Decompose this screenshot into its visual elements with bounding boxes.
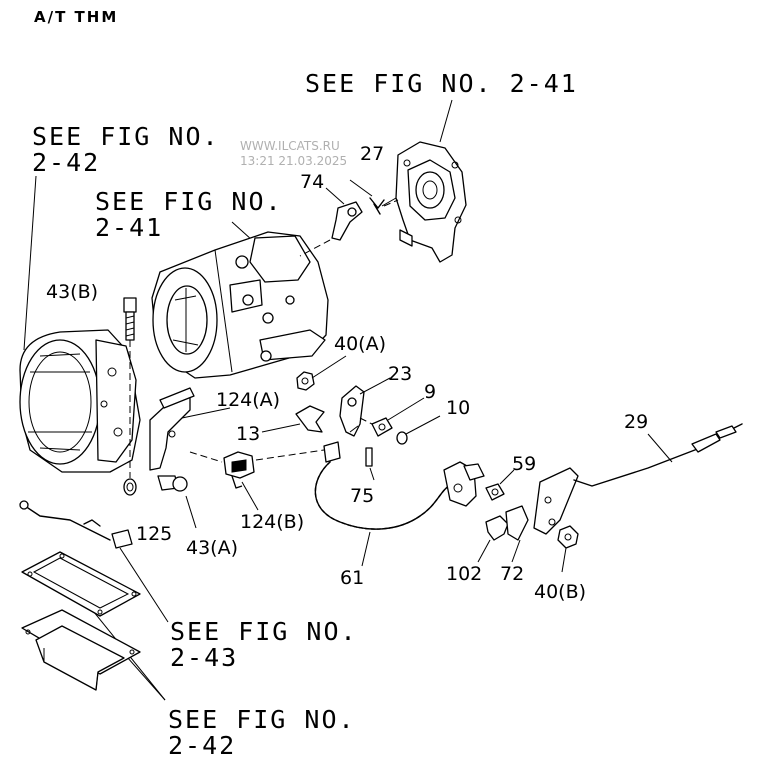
- ref-fig-2-42-top-line1[interactable]: SEE FIG NO.: [32, 122, 220, 151]
- part-13-bracket[interactable]: [295, 405, 325, 433]
- part-72-bracket[interactable]: [505, 467, 579, 541]
- leader-10: [405, 415, 441, 435]
- converter-housing[interactable]: [19, 329, 141, 473]
- callout-40a[interactable]: 40(A): [334, 333, 386, 355]
- callout-23[interactable]: 23: [388, 363, 412, 385]
- callout-43a[interactable]: 43(A): [186, 537, 238, 559]
- oil-pan-gasket[interactable]: [21, 551, 141, 617]
- leader-13: [261, 423, 301, 433]
- oil-pan[interactable]: [21, 609, 141, 691]
- leader-9: [387, 397, 425, 421]
- leader-61: [361, 531, 371, 567]
- ref-fig-2-42-bottom-line1[interactable]: SEE FIG NO.: [168, 705, 356, 734]
- callout-102[interactable]: 102: [446, 563, 482, 585]
- callout-124b[interactable]: 124(B): [240, 511, 304, 533]
- callout-13[interactable]: 13: [236, 423, 260, 445]
- rear-extension-housing[interactable]: [381, 141, 467, 263]
- leader-74: [299, 239, 331, 257]
- watermark-timestamp: 13:21 21.03.2025: [240, 154, 347, 168]
- part-40a-nut[interactable]: [296, 371, 315, 391]
- leader-124a-dash: [189, 451, 223, 463]
- callout-59[interactable]: 59: [512, 453, 536, 475]
- callout-27[interactable]: 27: [360, 143, 384, 165]
- part-43b-bolt[interactable]: [123, 297, 137, 341]
- leader-75: [369, 467, 375, 481]
- callout-75[interactable]: 75: [350, 485, 374, 507]
- part-43a-bolt[interactable]: [157, 475, 188, 492]
- callout-61[interactable]: 61: [340, 567, 364, 589]
- callout-10[interactable]: 10: [446, 397, 470, 419]
- part-40b-nut[interactable]: [557, 525, 579, 549]
- leader-102: [477, 539, 491, 563]
- link-124b-61: [255, 449, 325, 461]
- ref-fig-2-41-mid-line2[interactable]: 2-41: [95, 213, 163, 242]
- link-23-9: [359, 417, 373, 425]
- part-9-switch[interactable]: [371, 417, 393, 437]
- ref-fig-2-41-top[interactable]: SEE FIG NO. 2-41: [305, 69, 578, 98]
- leader-27-label: [349, 179, 373, 197]
- leader-124a: [181, 407, 231, 419]
- part-124b-connector[interactable]: [223, 451, 255, 489]
- part-75-pin[interactable]: [365, 447, 373, 467]
- ref-fig-2-43-line1[interactable]: SEE FIG NO.: [170, 617, 358, 646]
- leader-29: [647, 433, 673, 463]
- ref-fig-2-41-mid-line1[interactable]: SEE FIG NO.: [95, 187, 283, 216]
- ref-fig-2-42-top-line2[interactable]: 2-42: [32, 148, 100, 177]
- part-74-selector-lever[interactable]: [331, 201, 363, 241]
- leader-124b: [241, 481, 259, 511]
- callout-43b[interactable]: 43(B): [46, 281, 98, 303]
- leader-43a: [185, 495, 197, 529]
- leader-40a: [311, 355, 347, 379]
- part-125-spacer[interactable]: [123, 478, 137, 496]
- watermark-site: WWW.ILCATS.RU: [240, 139, 340, 153]
- callout-125[interactable]: 125: [136, 523, 172, 545]
- callout-40b[interactable]: 40(B): [534, 581, 586, 603]
- part-29-shift-cable[interactable]: [573, 423, 743, 487]
- callout-9[interactable]: 9: [424, 381, 436, 403]
- leader-27: [383, 199, 399, 207]
- part-124a-bracket[interactable]: [149, 387, 195, 471]
- part-23-shift-lever[interactable]: [339, 385, 365, 437]
- part-59-bolt[interactable]: [485, 483, 505, 501]
- header-title: A/T THM: [34, 8, 118, 26]
- leader-74-label: [325, 187, 345, 205]
- transmission-case[interactable]: [151, 231, 329, 379]
- fluid-sensor-wire[interactable]: [19, 500, 133, 549]
- part-102-bracket[interactable]: [485, 515, 509, 541]
- part-27-clip[interactable]: [369, 197, 385, 215]
- callout-72[interactable]: 72: [500, 563, 524, 585]
- callout-124a[interactable]: 124(A): [216, 389, 280, 411]
- part-61-wiring-harness[interactable]: [314, 441, 485, 530]
- callout-29[interactable]: 29: [624, 411, 648, 433]
- callout-74[interactable]: 74: [300, 171, 324, 193]
- leader-40b: [561, 547, 567, 573]
- leader-23: [359, 377, 391, 395]
- ref-fig-2-43-line2[interactable]: 2-43: [170, 643, 238, 672]
- ref-fig-2-42-bottom-line2[interactable]: 2-42: [168, 731, 236, 760]
- leader-72: [511, 539, 521, 563]
- leader-59: [499, 469, 515, 485]
- part-10-seal[interactable]: [396, 431, 408, 445]
